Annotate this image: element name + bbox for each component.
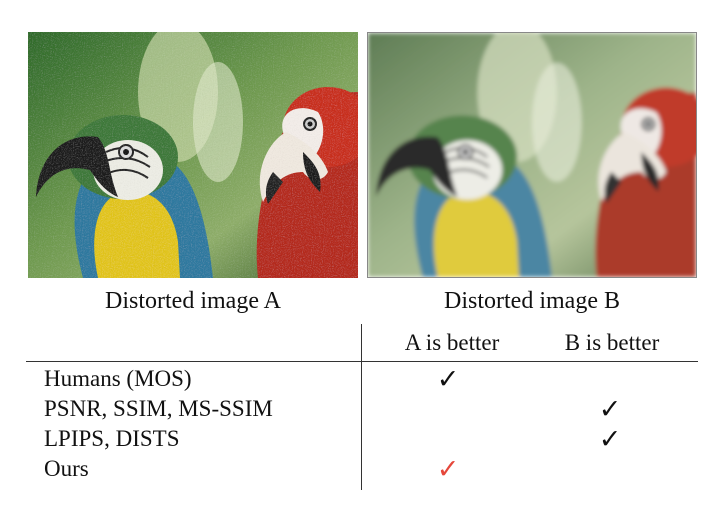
row-label-humans: Humans (MOS) [44, 366, 192, 391]
distorted-image-a [28, 32, 358, 278]
table-vertical-rule [361, 324, 363, 490]
column-header-a-better: A is better [404, 330, 500, 355]
column-header-b-better: B is better [564, 330, 660, 355]
table-row: PSNR, SSIM, MS-SSIM ✓ [44, 394, 698, 426]
row-label-lpips: LPIPS, DISTS [44, 426, 180, 451]
table-row: Ours ✓ [44, 454, 698, 486]
row-label-ours: Ours [44, 456, 89, 481]
table-horizontal-rule [26, 361, 698, 363]
check-icon: ✓ [598, 424, 622, 454]
check-icon: ✓ [598, 394, 622, 424]
row-label-psnr: PSNR, SSIM, MS-SSIM [44, 396, 273, 421]
table-row: Humans (MOS) ✓ [44, 364, 698, 396]
check-icon: ✓ [436, 364, 460, 394]
caption-image-b: Distorted image B [444, 288, 620, 314]
distorted-image-b [367, 32, 697, 278]
caption-image-a: Distorted image A [105, 288, 281, 314]
table-row: LPIPS, DISTS ✓ [44, 424, 698, 456]
red-check-icon: ✓ [436, 454, 460, 484]
